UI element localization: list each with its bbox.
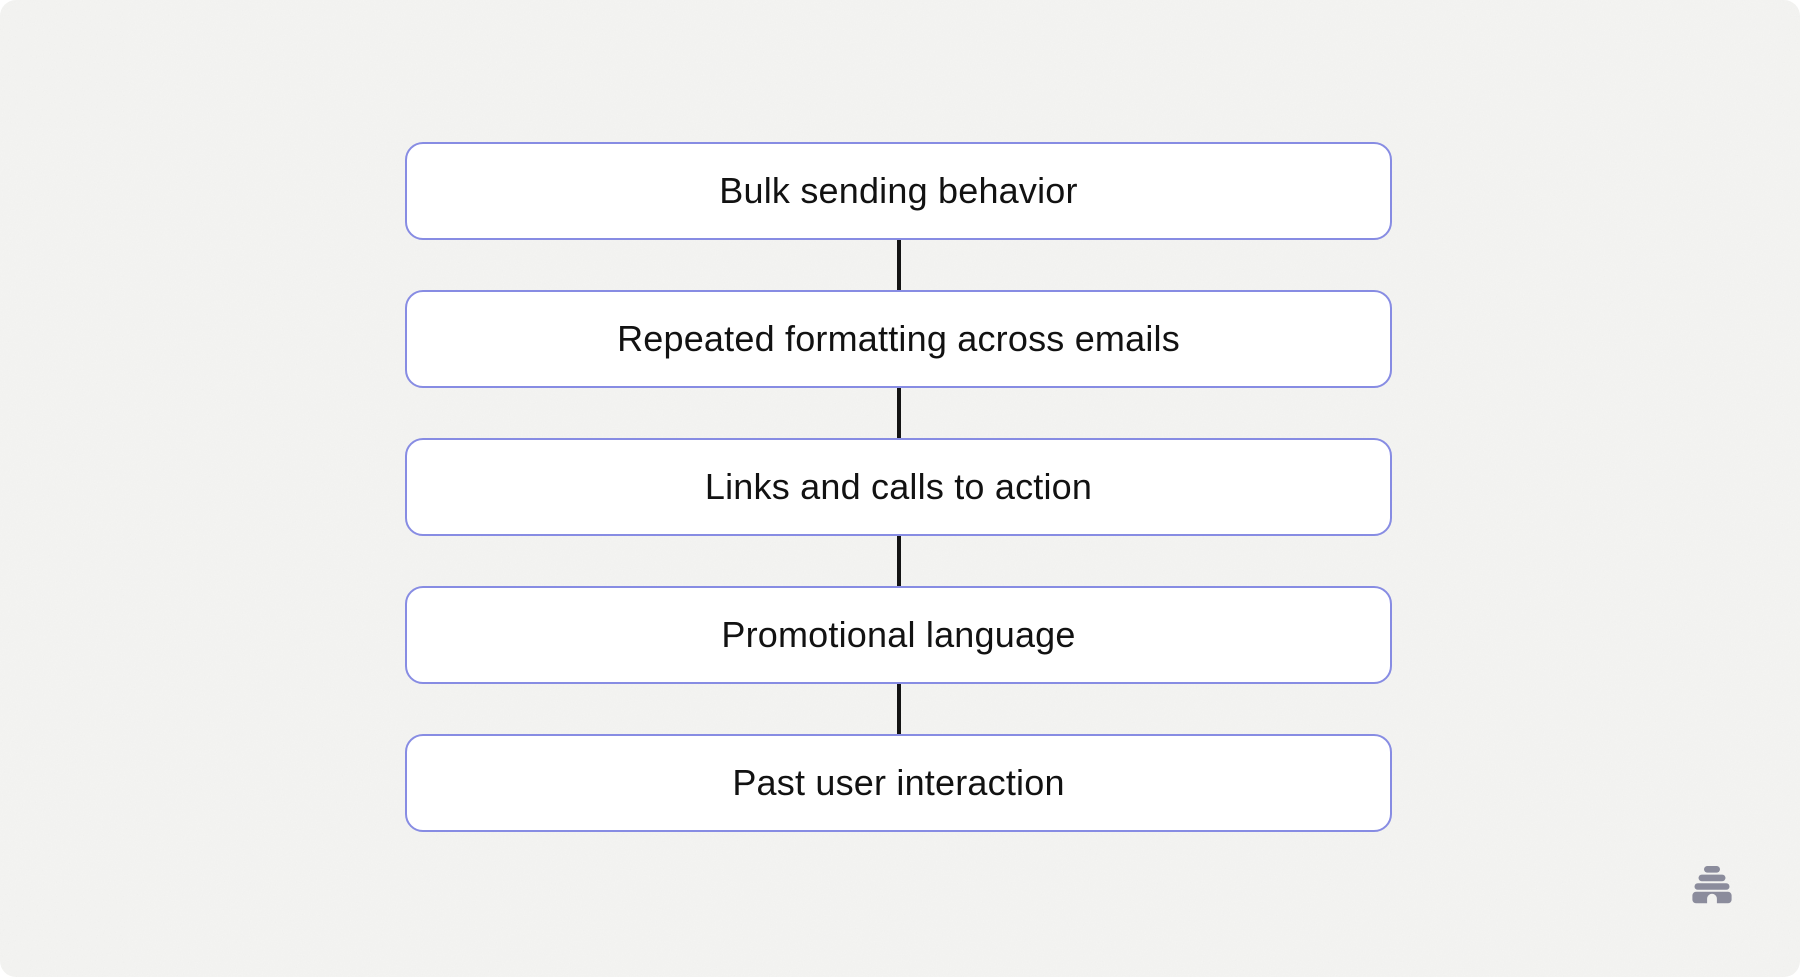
beehive-icon — [1692, 866, 1732, 904]
flow-node-bulk-sending: Bulk sending behavior — [405, 142, 1392, 240]
flow-node-label: Past user interaction — [732, 762, 1065, 803]
flow-node-promotional-language: Promotional language — [405, 586, 1392, 684]
connector-line — [896, 240, 901, 290]
flow-node-label: Bulk sending behavior — [719, 170, 1078, 211]
flow-node-label: Promotional language — [721, 614, 1076, 655]
connector-line — [896, 684, 901, 734]
flow-node-past-interaction: Past user interaction — [405, 734, 1392, 832]
flow-node-label: Repeated formatting across emails — [617, 318, 1180, 359]
connector-line — [896, 536, 901, 586]
connector-line — [896, 388, 901, 438]
flow-node-label: Links and calls to action — [704, 466, 1093, 507]
flowchart: Bulk sending behavior Repeated formattin… — [405, 142, 1392, 832]
flow-node-repeated-formatting: Repeated formatting across emails — [405, 290, 1392, 388]
flow-node-links-ctas: Links and calls to action — [405, 438, 1392, 536]
